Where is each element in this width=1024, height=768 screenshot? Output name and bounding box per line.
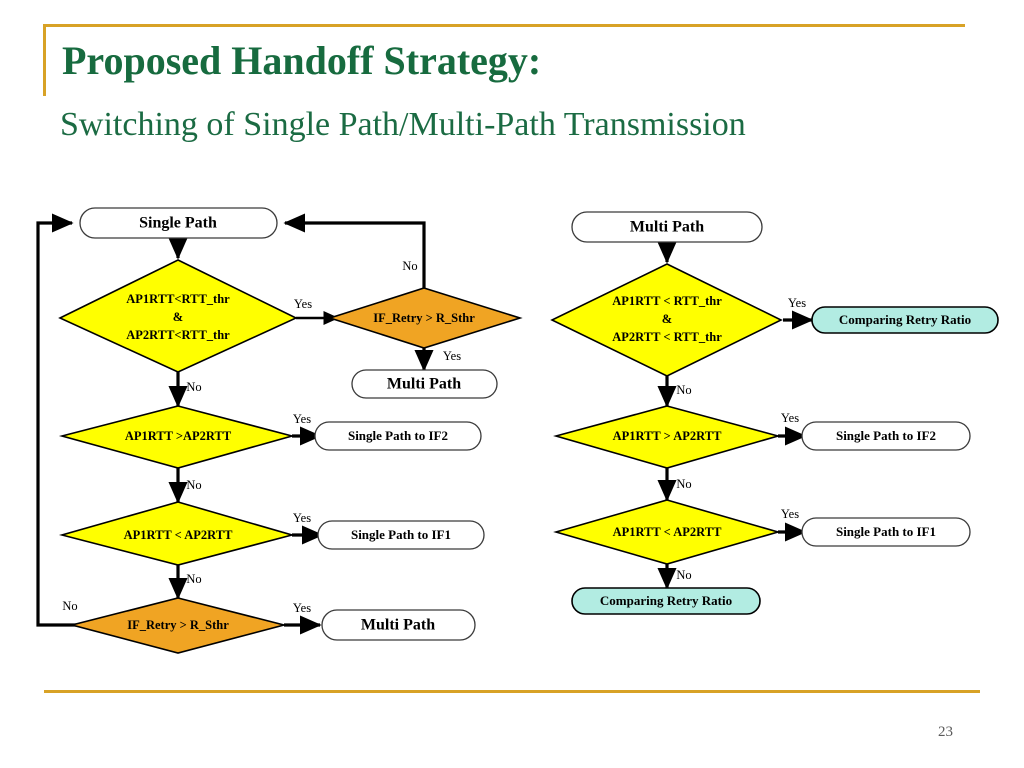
node-label-line1: AP1RTT < RTT_thr (612, 294, 722, 308)
node-decision-ap1-lt-ap2-right[interactable]: AP1RTT < AP2RTT (553, 499, 781, 565)
node-label-line2: & (173, 310, 183, 324)
node-label: Single Path to IF2 (348, 428, 448, 443)
edge-label-no: No (676, 477, 691, 491)
node-decision-if-retry-bottom[interactable]: IF_Retry > R_Sthr (68, 597, 288, 654)
node-comparing-retry-ratio-bottom[interactable]: Comparing Retry Ratio (571, 587, 761, 615)
edge-label-yes: Yes (294, 297, 312, 311)
node-label: Single Path to IF1 (836, 524, 936, 539)
node-label-line1: AP1RTT<RTT_thr (126, 292, 230, 306)
node-comparing-retry-ratio-top[interactable]: Comparing Retry Ratio (811, 306, 999, 334)
node-decision-ap1-gt-ap2-right[interactable]: AP1RTT > AP2RTT (553, 405, 781, 469)
node-label: Single Path to IF2 (836, 428, 936, 443)
node-label-line3: AP2RTT < RTT_thr (612, 330, 722, 344)
node-label: IF_Retry > R_Sthr (127, 618, 229, 632)
node-multi-path-right[interactable]: Multi Path (571, 211, 763, 243)
node-label: Multi Path (630, 219, 704, 236)
edge-label-yes: Yes (781, 411, 799, 425)
footer-rule (44, 690, 980, 693)
edge-label-no: No (186, 478, 201, 492)
node-label-line3: AP2RTT<RTT_thr (126, 328, 230, 342)
header-rule-top (43, 24, 965, 27)
node-decision-ap-rtt-thr-left[interactable]: AP1RTT<RTT_thr & AP2RTT<RTT_thr (58, 259, 298, 373)
node-single-path-to-if1-left[interactable]: Single Path to IF1 (317, 520, 485, 550)
page-number: 23 (938, 724, 953, 740)
node-label: AP1RTT < AP2RTT (124, 528, 233, 542)
edge-label-yes: Yes (293, 601, 311, 615)
node-single-path[interactable]: Single Path (79, 207, 278, 239)
edge-label-yes: Yes (788, 296, 806, 310)
node-decision-ap-rtt-thr-right[interactable]: AP1RTT < RTT_thr & AP2RTT < RTT_thr (550, 263, 783, 377)
right-connectors (657, 241, 814, 590)
node-label: Comparing Retry Ratio (600, 593, 732, 608)
node-label: AP1RTT > AP2RTT (613, 429, 722, 443)
node-decision-if-retry-top[interactable]: IF_Retry > R_Sthr (327, 287, 523, 349)
edge-label-yes: Yes (293, 511, 311, 525)
node-decision-ap1-lt-ap2-left[interactable]: AP1RTT < AP2RTT (58, 501, 296, 566)
edge-label-yes: Yes (443, 349, 461, 363)
edge-label-no: No (402, 259, 417, 273)
node-label: Multi Path (387, 376, 461, 393)
edge-label-no: No (186, 380, 201, 394)
edge-label-yes: Yes (781, 507, 799, 521)
edge-label-no: No (676, 383, 691, 397)
node-decision-ap1-gt-ap2-left[interactable]: AP1RTT >AP2RTT (58, 405, 296, 469)
node-label: Comparing Retry Ratio (839, 312, 971, 327)
node-label: Single Path to IF1 (351, 527, 451, 542)
node-single-path-to-if2-left[interactable]: Single Path to IF2 (314, 421, 482, 451)
node-label: Single Path (139, 215, 217, 232)
node-label: Multi Path (361, 617, 435, 634)
node-label: IF_Retry > R_Sthr (373, 311, 475, 325)
flowchart-canvas: Single Path AP1RTT<RTT_thr & AP2RTT<RTT_… (36, 207, 999, 654)
edge-label-no-loop: No (62, 599, 77, 613)
node-label-line2: & (662, 312, 672, 326)
node-single-path-to-if2-right[interactable]: Single Path to IF2 (801, 421, 971, 451)
page-subtitle: Switching of Single Path/Multi-Path Tran… (60, 106, 746, 143)
node-label: AP1RTT < AP2RTT (613, 525, 722, 539)
node-single-path-to-if1-right[interactable]: Single Path to IF1 (801, 517, 971, 547)
page-title: Proposed Handoff Strategy: (62, 38, 542, 83)
node-multi-path-lower-left[interactable]: Multi Path (321, 609, 476, 641)
edge-label-no: No (676, 568, 691, 582)
edge-label-yes: Yes (293, 412, 311, 426)
node-multi-path-upper-left[interactable]: Multi Path (351, 369, 498, 399)
edge-label-no: No (186, 572, 201, 586)
node-label: AP1RTT >AP2RTT (125, 429, 232, 443)
header-rule-left (43, 24, 46, 96)
left-connectors (36, 213, 434, 635)
